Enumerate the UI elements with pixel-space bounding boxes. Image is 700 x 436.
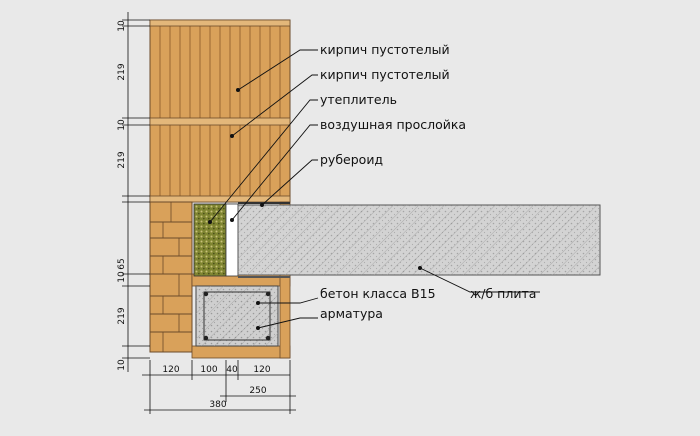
horizontal-dimension-lines	[142, 360, 296, 414]
label-brick-second: кирпич пустотелый	[320, 67, 450, 82]
rc-slab-texture	[238, 205, 600, 275]
dim-h2: 100	[200, 365, 217, 375]
label-reinforcement: арматура	[320, 306, 383, 321]
dim-h5: 250	[249, 386, 266, 396]
dim-v5: 10	[117, 271, 127, 283]
dim-h6: 380	[209, 400, 226, 410]
dim-h4: 120	[253, 365, 270, 375]
vertical-dimension-line	[122, 12, 150, 372]
label-roofing-felt: рубероид	[320, 152, 383, 167]
concrete-texture	[196, 286, 278, 346]
dim-v4: 219	[117, 151, 127, 168]
brick-hollow-lines	[159, 26, 281, 196]
dim-v7: 219	[117, 307, 127, 324]
leader-lines	[209, 49, 540, 329]
dim-v2: 219	[117, 63, 127, 80]
insulation-layer	[193, 203, 227, 277]
leader-dots	[208, 88, 422, 330]
label-insulation: утеплитель	[320, 92, 397, 107]
reinforcement-cage	[203, 291, 271, 341]
mortar-joint	[149, 195, 291, 203]
dim-h3: 40	[226, 365, 238, 375]
dim-v3: 10	[117, 119, 127, 131]
label-air-gap: воздушная прослойка	[320, 117, 466, 132]
mortar-joint	[149, 117, 291, 126]
label-brick-top: кирпич пустотелый	[320, 42, 450, 57]
rebar-dots	[203, 291, 271, 341]
label-concrete: бетон класса В15	[320, 286, 436, 301]
dim-h1: 120	[162, 365, 179, 375]
label-slab: ж/б плита	[470, 286, 536, 301]
brick-course	[191, 345, 291, 359]
dim-v6: 65	[117, 258, 127, 269]
brick-wall-lower	[149, 201, 193, 353]
mortar-joint	[149, 19, 291, 27]
dim-v1: 10	[117, 20, 127, 32]
dim-v8: 10	[117, 359, 127, 371]
brick-courses-lower	[150, 202, 192, 352]
